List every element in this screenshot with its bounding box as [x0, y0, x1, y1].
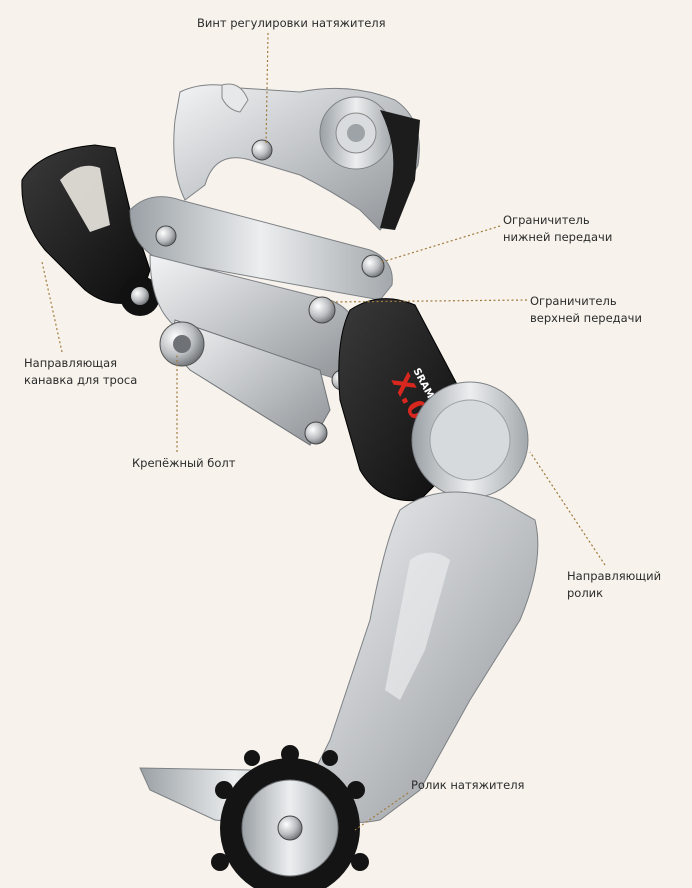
leader-cable-guide	[41, 261, 63, 353]
leader-tension-pulley	[354, 792, 409, 831]
leader-low-limit	[381, 225, 501, 263]
label-mounting-bolt: Крепёжный болт	[132, 456, 236, 470]
label-low-limit: Ограничитель нижней передачи	[503, 213, 613, 244]
knuckle: SRAM X.0	[338, 298, 529, 502]
cable-guide-part	[21, 144, 160, 316]
mounting-bolt-part	[159, 321, 205, 367]
label-tension-pulley: Ролик натяжителя	[411, 778, 525, 792]
upper-body	[173, 83, 420, 231]
tension-pulley-part	[211, 745, 369, 888]
label-guide-pulley: Направляющий ролик	[567, 569, 662, 600]
label-cable-guide: Направляющая канавка для троса	[24, 356, 138, 387]
parallelogram	[129, 139, 393, 446]
leader-high-limit	[329, 299, 528, 303]
label-b-tension-screw: Винт регулировки натяжителя	[197, 16, 386, 30]
leader-b-tension	[265, 32, 269, 146]
leader-guide-pulley	[529, 451, 606, 566]
leader-lines	[41, 32, 606, 831]
label-high-limit: Ограничитель верхней передачи	[530, 294, 642, 325]
